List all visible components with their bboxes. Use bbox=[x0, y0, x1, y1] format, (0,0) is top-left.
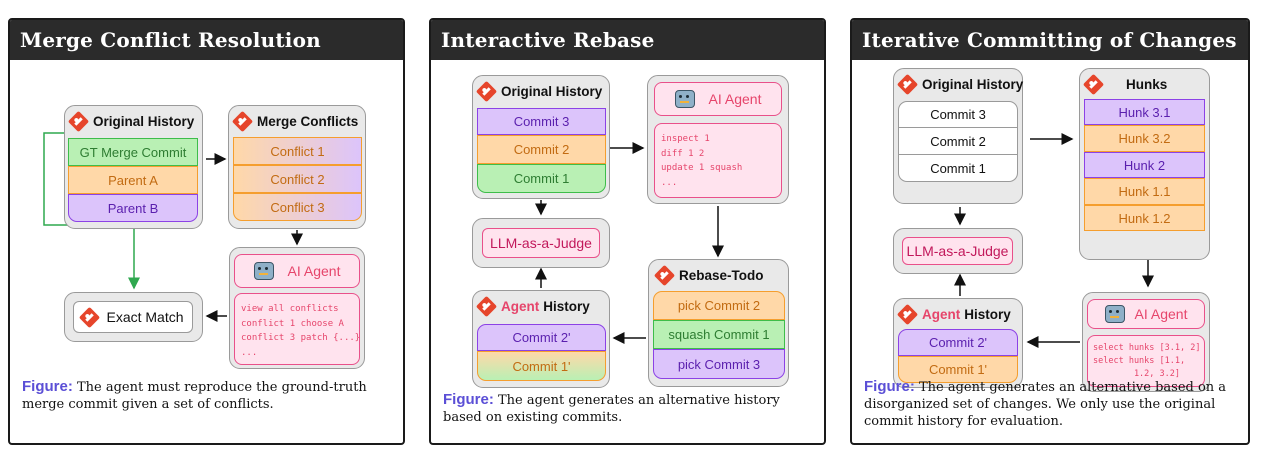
commit-item: Commit 2' bbox=[898, 329, 1018, 356]
hunk-item: Hunk 2 bbox=[1084, 152, 1205, 178]
box-title: Original History bbox=[922, 77, 1024, 92]
ai-agent-box: AI Agent select hunks [3.1, 2] select hun… bbox=[1082, 292, 1210, 392]
box-title: Original History bbox=[501, 84, 603, 99]
agent-title: AI Agent bbox=[287, 263, 341, 279]
llm-as-a-judge: LLM-as-a-Judge bbox=[902, 237, 1013, 265]
git-icon bbox=[896, 303, 919, 326]
git-icon bbox=[67, 110, 90, 133]
agent-command: select hunks [3.1, 2] bbox=[1093, 343, 1201, 353]
agent-command: select hunks [1.1, bbox=[1093, 356, 1186, 366]
agent-title: AI Agent bbox=[1134, 306, 1188, 322]
rebase-todo-box: Rebase-Todo pick Commit 2 squash Commit … bbox=[648, 259, 789, 387]
robot-icon bbox=[1104, 305, 1125, 323]
commit-item: Commit 1 bbox=[477, 164, 606, 193]
caption-text: The agent generates an alternative histo… bbox=[443, 393, 780, 425]
agent-command: view all conflicts bbox=[241, 304, 339, 314]
arrow-gt-to-match bbox=[43, 132, 140, 290]
box-title: Hunks bbox=[1126, 77, 1168, 92]
parent-a: Parent A bbox=[68, 166, 198, 194]
merge-conflicts-box: Merge Conflicts Conflict 1 Conflict 2 Co… bbox=[228, 105, 366, 229]
agent-command: ... bbox=[241, 347, 258, 358]
original-history-box: Original History Commit 3 Commit 2 Commi… bbox=[893, 68, 1023, 204]
git-icon bbox=[475, 80, 498, 103]
figure-caption: Figure: The agent must reproduce the gro… bbox=[22, 378, 394, 413]
caption-text: The agent generates an alternative based… bbox=[864, 380, 1227, 429]
panel-title: Interactive Rebase bbox=[431, 20, 824, 60]
hunk-item: Hunk 3.2 bbox=[1084, 125, 1205, 152]
arrows-layer bbox=[954, 133, 1154, 348]
caption-label: Figure: bbox=[864, 378, 915, 395]
git-icon bbox=[79, 306, 101, 328]
arrows-layer bbox=[43, 132, 303, 322]
panel-title: Merge Conflict Resolution bbox=[10, 20, 403, 60]
conflict-item: Conflict 2 bbox=[233, 165, 362, 193]
ai-agent-box: AI Agent view all conflicts conflict 1 ch… bbox=[229, 247, 365, 369]
box-title: History bbox=[543, 299, 590, 314]
panel-interactive-rebase: Interactive Rebase Original History Comm… bbox=[429, 18, 826, 445]
conflict-item: Conflict 3 bbox=[233, 193, 362, 221]
agent-word: Agent bbox=[501, 299, 540, 314]
panel-iterative-committing: Iterative Committing of Changes Original… bbox=[850, 18, 1250, 445]
todo-item: pick Commit 2 bbox=[653, 291, 785, 320]
agent-command: update 1 squash bbox=[661, 163, 743, 173]
caption-label: Figure: bbox=[443, 391, 494, 408]
robot-icon bbox=[674, 90, 695, 108]
todo-item: pick Commit 3 bbox=[653, 349, 785, 379]
agent-command: ... bbox=[661, 177, 678, 188]
hunk-item: Hunk 1.2 bbox=[1084, 205, 1205, 231]
judge-box: LLM-as-a-Judge bbox=[893, 228, 1023, 274]
commit-item: Commit 1' bbox=[477, 351, 606, 381]
commit-item: Commit 1 bbox=[898, 155, 1018, 182]
hunks-box: Hunks Hunk 3.1 Hunk 3.2 Hunk 2 Hunk 1.1 … bbox=[1079, 68, 1210, 260]
git-icon bbox=[896, 73, 919, 96]
original-history-box: Original History Commit 3 Commit 2 Commi… bbox=[472, 75, 610, 199]
git-icon bbox=[1082, 73, 1105, 96]
ai-agent-box: AI Agent inspect 1 diff 1 2 update 1 squas… bbox=[647, 75, 789, 204]
commit-item: Commit 3 bbox=[898, 101, 1018, 128]
agent-command: diff 1 2 bbox=[661, 148, 705, 159]
panel-merge-conflict-resolution: Merge Conflict Resolution Original Histo… bbox=[8, 18, 405, 445]
commit-item: Commit 3 bbox=[477, 108, 606, 135]
hunk-item: Hunk 3.1 bbox=[1084, 99, 1205, 125]
gt-merge-commit: GT Merge Commit bbox=[68, 138, 198, 166]
robot-icon bbox=[253, 262, 274, 280]
hunk-item: Hunk 1.1 bbox=[1084, 178, 1205, 205]
caption-text: The agent must reproduce the ground-trut… bbox=[22, 380, 367, 412]
commit-item: Commit 1' bbox=[898, 356, 1018, 383]
caption-label: Figure: bbox=[22, 378, 73, 395]
panel-title: Iterative Committing of Changes bbox=[852, 20, 1248, 60]
box-title: Rebase-Todo bbox=[679, 268, 764, 283]
agent-command: inspect 1 bbox=[661, 134, 710, 144]
judge-box: LLM-as-a-Judge bbox=[472, 218, 610, 268]
agent-title: AI Agent bbox=[708, 91, 762, 107]
commit-item: Commit 2 bbox=[898, 128, 1018, 155]
todo-item: squash Commit 1 bbox=[653, 320, 785, 349]
exact-match-label: Exact Match bbox=[106, 309, 184, 325]
git-icon bbox=[231, 110, 254, 133]
parent-b: Parent B bbox=[68, 194, 198, 222]
agent-command: conflict 1 choose A bbox=[241, 318, 344, 329]
agent-command: 1.2, 3.2] bbox=[1093, 369, 1180, 379]
git-icon bbox=[653, 264, 676, 287]
box-title: Original History bbox=[93, 114, 195, 129]
commit-item: Commit 2' bbox=[477, 324, 606, 351]
figure-caption: Figure: The agent generates an alternati… bbox=[443, 391, 815, 426]
git-icon bbox=[475, 295, 498, 318]
box-title: History bbox=[964, 307, 1011, 322]
arrows-layer bbox=[535, 142, 724, 344]
original-history-box: Original History GT Merge Commit Parent … bbox=[64, 105, 203, 229]
llm-as-a-judge: LLM-as-a-Judge bbox=[482, 228, 600, 258]
exact-match-box: Exact Match bbox=[64, 292, 203, 342]
conflict-item: Conflict 1 bbox=[233, 137, 362, 165]
agent-word: Agent bbox=[922, 307, 961, 322]
agent-command: conflict 3 patch {...} bbox=[241, 333, 361, 343]
box-title: Merge Conflicts bbox=[257, 114, 359, 129]
commit-item: Commit 2 bbox=[477, 135, 606, 164]
figure-caption: Figure: The agent generates an alternati… bbox=[864, 378, 1240, 430]
